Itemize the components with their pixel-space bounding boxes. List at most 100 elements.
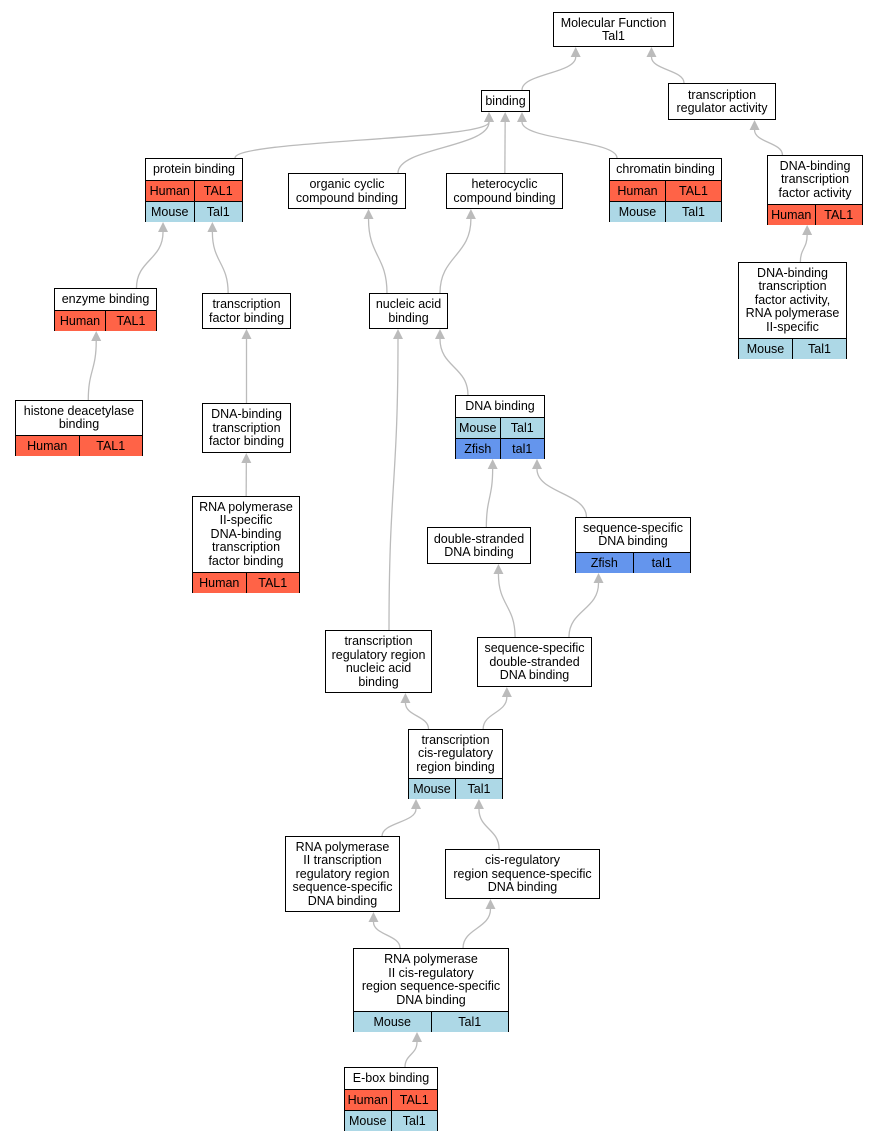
term-label-text: transcription factor binding [208,297,285,325]
term-label: DNA-binding transcription factor activit… [739,263,846,338]
term-label-text: protein binding [152,161,235,176]
term-label: transcription factor binding [203,294,290,329]
annotation-row-mouse: Mouse Tal1 [610,201,721,222]
term-label-text: transcription regulator activity [676,87,768,115]
term-label: RNA polymerase II transcription regulato… [286,837,399,912]
term-node-ssds[interactable]: sequence-specific double-stranded DNA bi… [477,637,592,687]
term-label-text: DNA binding [465,398,535,413]
gene-cell[interactable]: TAL1 [105,311,156,331]
term-node-trr[interactable]: transcription regulatory region nucleic … [325,630,432,693]
term-label: DNA-binding transcription factor activit… [768,156,862,204]
term-label: chromatin binding [610,159,721,180]
arrowhead [646,47,657,57]
term-label-text: sequence-specific DNA binding [582,520,684,548]
term-label-text: histone deacetylase binding [23,403,135,431]
arrowhead [500,112,511,122]
gene-cell[interactable]: Tal1 [499,418,545,438]
arrowhead [570,47,581,57]
gene-cell[interactable]: Tal1 [193,202,243,222]
edge-hdac-to-enzyme [87,340,97,401]
organism-cell: Zfish [590,556,618,570]
arrowhead [485,899,496,909]
edge-nucleic-to-hetero [439,218,472,294]
term-label-text: RNA polymerase II transcription regulato… [292,839,393,908]
gene-cell[interactable]: TAL1 [390,1090,438,1110]
term-node-nucleic[interactable]: nucleic acid binding [369,293,448,329]
gene-cell[interactable]: TAL1 [193,181,243,201]
arrowhead [207,222,218,232]
annotation-row-mouse: Mouse Tal1 [409,778,502,799]
term-node-tcrr[interactable]: transcription cis-regulatory region bind… [408,729,503,799]
arrowhead [517,112,527,122]
arrowhead [484,112,494,122]
gene-cell[interactable]: Tal1 [430,1012,509,1032]
organism-cell: Human [199,576,240,590]
edge-trr-to-nucleic [388,338,399,631]
annotation-row-zfish: Zfish tal1 [576,552,690,573]
organism-cell: Mouse [618,205,657,219]
arrowhead [473,799,484,809]
term-node-tra[interactable]: transcription regulator activity [668,83,776,120]
arrowhead [412,1032,422,1042]
arrowhead [400,693,411,703]
arrowhead [91,331,102,341]
term-node-mf[interactable]: Molecular Function Tal1 [553,12,674,47]
term-label-text: RNA polymerase II cis-regulatory region … [361,952,501,1007]
term-node-rnap2-crr[interactable]: RNA polymerase II cis-regulatory region … [353,948,509,1032]
term-node-rnap2-trr[interactable]: RNA polymerase II transcription regulato… [285,836,400,912]
edge-protein-to-binding [234,121,490,159]
gene-cell[interactable]: TAL1 [78,436,143,456]
term-node-binding[interactable]: binding [481,90,530,112]
gene-cell[interactable]: TAL1 [814,205,863,225]
term-node-organic[interactable]: organic cyclic compound binding [288,173,406,209]
gene-cell[interactable]: tal1 [632,553,691,573]
edge-tcrr-to-ssds [482,696,508,730]
term-label: transcription cis-regulatory region bind… [409,730,502,778]
gene-cell[interactable]: Tal1 [390,1111,438,1131]
term-node-hetero[interactable]: heterocyclic compound binding [446,173,563,209]
term-label: transcription regulatory region nucleic … [326,631,431,693]
edge-ss-to-dna [536,468,588,518]
gene-cell[interactable]: Tal1 [455,779,502,799]
term-label: double-stranded DNA binding [428,528,530,564]
edge-rnap2_crr-to-rnap2_trr [372,921,401,949]
term-node-rnap2-dbtfb[interactable]: RNA polymerase II-specific DNA-binding t… [192,496,300,593]
term-label: sequence-specific DNA binding [576,518,690,552]
gene-cell[interactable]: Tal1 [792,339,846,359]
term-node-tfb[interactable]: transcription factor binding [202,293,291,329]
term-node-crrss[interactable]: cis-regulatory region sequence-specific … [445,849,600,899]
edge-tcrr-to-trr [404,702,430,730]
edge-rnap2_trr-to-tcrr [381,808,417,837]
gene-cell[interactable]: Tal1 [665,202,721,222]
arrowhead [241,453,252,463]
term-node-dbtfb[interactable]: DNA-binding transcription factor binding [202,403,291,453]
term-label: protein binding [146,159,242,180]
term-label: organic cyclic compound binding [289,174,405,209]
organism-cell: Mouse [413,782,451,796]
term-label-text: nucleic acid binding [375,297,442,325]
gene-cell[interactable]: tal1 [499,439,545,459]
arrowhead [241,329,252,339]
gene-cell[interactable]: TAL1 [245,573,300,593]
arrowhead [158,222,169,232]
term-node-dbtfa[interactable]: DNA-binding transcription factor activit… [767,155,863,225]
term-node-dbtfa-pol2[interactable]: DNA-binding transcription factor activit… [738,262,847,359]
arrowhead [411,799,421,809]
term-label-text: enzyme binding [61,291,150,306]
arrowhead [393,329,403,339]
term-node-ds[interactable]: double-stranded DNA binding [427,527,531,564]
arrowhead [501,687,512,697]
gene-cell[interactable]: TAL1 [665,181,721,201]
